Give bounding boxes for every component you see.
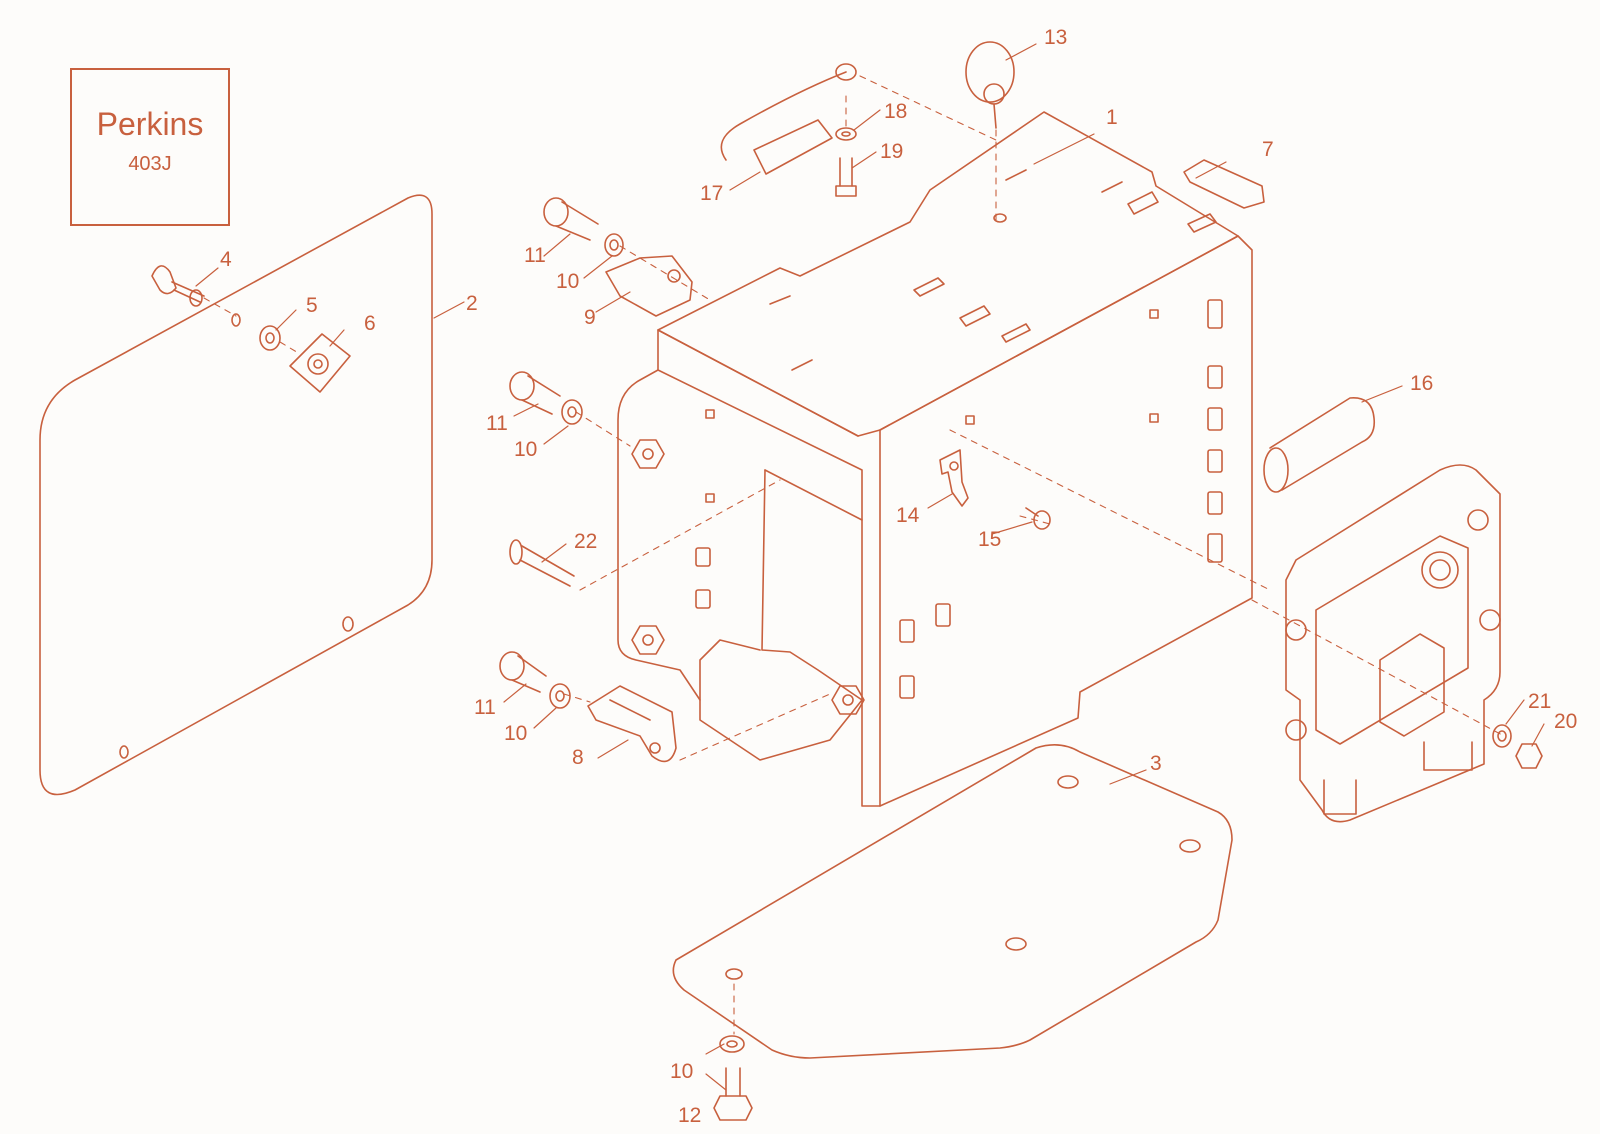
- part-4-pin: [151, 265, 205, 307]
- screw-19: [835, 157, 857, 197]
- brand-logo-box: Perkins 403J: [70, 68, 230, 226]
- part-14-tab: [939, 449, 969, 507]
- callout-7: 7: [1262, 138, 1274, 161]
- nut-20: [1515, 743, 1543, 769]
- callout-21: 21: [1528, 690, 1551, 713]
- callout-11-c: 11: [474, 696, 496, 719]
- callout-13: 13: [1044, 26, 1067, 49]
- part-1-box-frame: [617, 111, 1253, 807]
- callout-16: 16: [1410, 372, 1433, 395]
- callout-10-c: 10: [504, 722, 527, 745]
- callout-11-a: 11: [524, 244, 546, 267]
- washer-10-b: [561, 399, 583, 425]
- callout-5: 5: [306, 294, 318, 317]
- callout-2: 2: [466, 292, 478, 315]
- bolt-11-b: [509, 371, 561, 415]
- callout-6: 6: [364, 312, 376, 335]
- callout-8: 8: [572, 746, 584, 769]
- callout-14: 14: [896, 504, 920, 527]
- leader-lines: [195, 43, 1545, 1091]
- callout-4: 4: [220, 248, 232, 271]
- callout-17: 17: [700, 182, 723, 205]
- callout-9: 9: [584, 306, 596, 329]
- bolt-11-c: [499, 651, 547, 693]
- callout-11-b: 11: [486, 412, 508, 435]
- callout-labels: 1 2 3 4 5 6 7 8 9 10 10 10 10 11 11 11 1…: [220, 26, 1577, 1127]
- part-3-base-plate: [672, 744, 1233, 1059]
- washer-18: [835, 127, 857, 141]
- callout-19: 19: [880, 140, 903, 163]
- model-number: 403J: [128, 153, 172, 175]
- part-2-cover-panel: [39, 194, 433, 796]
- part-9-bracket: [605, 255, 693, 317]
- washer-10-c: [549, 683, 571, 709]
- washer-10-d: [719, 1035, 745, 1053]
- screw-15: [1025, 507, 1051, 530]
- part-5-washer: [259, 325, 281, 351]
- callout-15: 15: [978, 528, 1001, 551]
- washer-21: [1492, 724, 1512, 748]
- callout-10-d: 10: [670, 1060, 693, 1083]
- bolt-11-a: [543, 197, 599, 241]
- part-6-clip-nut: [289, 333, 351, 393]
- bolt-12: [713, 1067, 753, 1121]
- part-17-connector: [720, 63, 857, 175]
- part-13-lifting-ring: [965, 41, 1015, 129]
- part-16-cylinder: [1263, 397, 1376, 493]
- part-7-edge-clip: [1183, 159, 1265, 209]
- callout-10-b: 10: [514, 438, 537, 461]
- callout-18: 18: [884, 100, 907, 123]
- callout-3: 3: [1150, 752, 1162, 775]
- ecu-module: [1285, 464, 1501, 823]
- brand-name: Perkins: [96, 106, 204, 142]
- callout-1: 1: [1106, 106, 1118, 129]
- callout-20: 20: [1554, 710, 1577, 733]
- part-8-bracket: [587, 685, 677, 763]
- washer-10-a: [604, 233, 624, 257]
- bolt-22: [509, 539, 575, 587]
- callout-12: 12: [678, 1104, 701, 1127]
- assembly-lines: [203, 75, 1505, 1035]
- callout-10-a: 10: [556, 270, 579, 293]
- callout-22: 22: [574, 530, 597, 553]
